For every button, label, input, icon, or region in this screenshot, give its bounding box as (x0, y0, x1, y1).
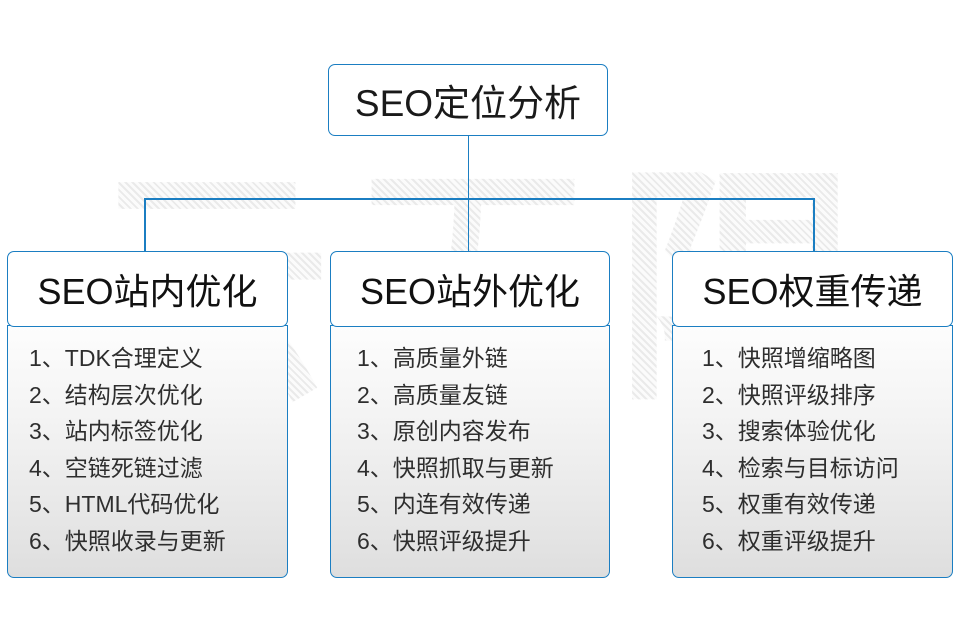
list-item: 3、原创内容发布 (357, 418, 531, 445)
column-list-external: 1、高质量外链 2、高质量友链 3、原创内容发布 4、快照抓取与更新 5、内连有… (331, 340, 609, 559)
list-item: 4、快照抓取与更新 (357, 454, 554, 481)
column-list-weight: 1、快照增缩略图 2、快照评级排序 3、搜索体验优化 4、检索与目标访问 5、权… (673, 340, 952, 559)
list-item: 4、检索与目标访问 (702, 454, 899, 481)
list-item: 5、权重有效传递 (702, 491, 876, 518)
column-header-internal[interactable]: SEO站内优化 (7, 251, 288, 327)
column-internal: SEO站内优化 1、TDK合理定义 2、结构层次优化 3、站内标签优化 4、空链… (7, 251, 288, 579)
connector-drop-external (467, 198, 469, 252)
connector-root-stem (467, 136, 469, 199)
column-header-label: SEO站外优化 (359, 271, 581, 312)
column-header-weight[interactable]: SEO权重传递 (672, 251, 953, 327)
root-node-label: SEO定位分析 (354, 83, 582, 124)
column-weight: SEO权重传递 1、快照增缩略图 2、快照评级排序 3、搜索体验优化 4、检索与… (672, 251, 953, 579)
connector-drop-internal (144, 198, 146, 252)
connector-horizontal-bus (144, 198, 814, 200)
list-item: 5、HTML代码优化 (29, 491, 220, 518)
list-item: 6、快照评级提升 (357, 527, 531, 554)
column-header-label: SEO站内优化 (37, 271, 258, 312)
list-item: 2、高质量友链 (357, 381, 508, 408)
column-body-weight: 1、快照增缩略图 2、快照评级排序 3、搜索体验优化 4、检索与目标访问 5、权… (672, 325, 953, 579)
list-item: 6、快照收录与更新 (29, 527, 226, 554)
list-item: 5、内连有效传递 (357, 491, 531, 518)
list-item: 1、TDK合理定义 (29, 345, 203, 372)
column-body-internal: 1、TDK合理定义 2、结构层次优化 3、站内标签优化 4、空链死链过滤 5、H… (7, 325, 288, 579)
list-item: 2、快照评级排序 (702, 381, 876, 408)
column-body-external: 1、高质量外链 2、高质量友链 3、原创内容发布 4、快照抓取与更新 5、内连有… (330, 325, 610, 579)
column-external: SEO站外优化 1、高质量外链 2、高质量友链 3、原创内容发布 4、快照抓取与… (330, 251, 610, 579)
column-header-external[interactable]: SEO站外优化 (330, 251, 610, 327)
list-item: 6、权重评级提升 (702, 527, 876, 554)
list-item: 3、搜索体验优化 (702, 418, 876, 445)
list-item: 4、空链死链过滤 (29, 454, 203, 481)
column-header-label: SEO权重传递 (702, 271, 923, 312)
list-item: 1、高质量外链 (357, 345, 508, 372)
list-item: 1、快照增缩略图 (702, 345, 876, 372)
list-item: 3、站内标签优化 (29, 418, 203, 445)
list-item: 2、结构层次优化 (29, 381, 203, 408)
connector-drop-weight (813, 198, 815, 252)
column-list-internal: 1、TDK合理定义 2、结构层次优化 3、站内标签优化 4、空链死链过滤 5、H… (8, 340, 287, 559)
root-node[interactable]: SEO定位分析 (328, 64, 608, 136)
